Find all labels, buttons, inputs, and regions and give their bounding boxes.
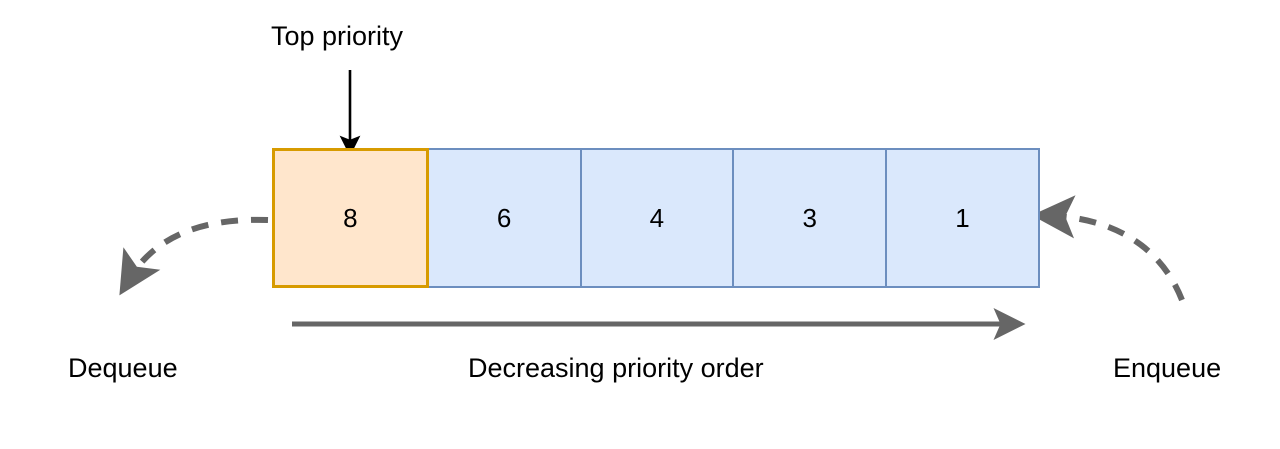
top-priority-label: Top priority	[271, 21, 404, 51]
decreasing-priority-order-label: Decreasing priority order	[468, 353, 764, 383]
queue-cell-4[interactable]: 3	[732, 148, 888, 288]
queue-cell-value: 8	[343, 202, 358, 233]
enqueue-arrow	[1031, 195, 1185, 302]
dequeue-label: Dequeue	[68, 353, 178, 383]
queue-cell-value: 3	[802, 202, 818, 233]
queue-cell-value: 6	[496, 202, 512, 233]
queue-cell-value: 1	[955, 202, 970, 233]
queue-cell-2[interactable]: 6	[426, 148, 582, 288]
queue-cell-5[interactable]: 1	[885, 148, 1040, 288]
queue-cell-top-priority[interactable]: 8	[272, 148, 429, 288]
queue-cell-3[interactable]: 4	[579, 148, 735, 288]
priority-queue-row: 8 6 4 3 1	[272, 148, 1040, 288]
enqueue-label: Enqueue	[1113, 353, 1222, 383]
queue-cell-value: 4	[649, 202, 665, 233]
dequeue-arrow	[119, 216, 269, 296]
